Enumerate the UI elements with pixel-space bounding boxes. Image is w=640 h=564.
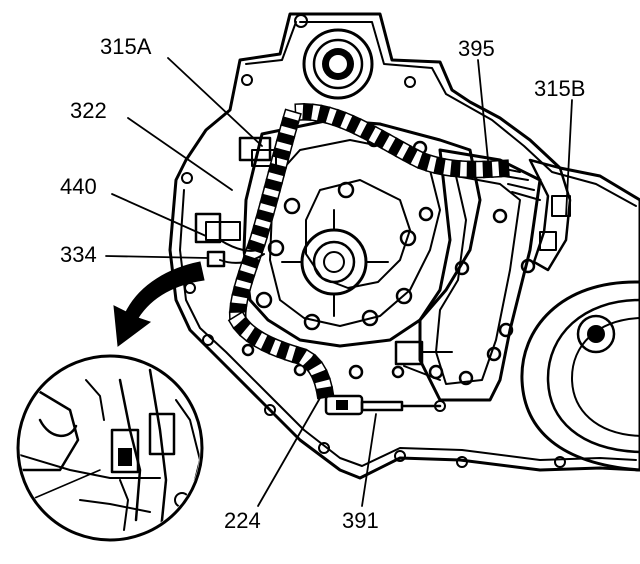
connector-315B-graphic [499,158,572,272]
callout-315A: 315A [100,34,152,59]
leader-315B [565,99,573,217]
harness-link [498,159,510,178]
leader-315A [167,57,263,147]
callout-322: 322 [70,98,107,123]
callout-224: 224 [224,508,261,533]
detail-inset [16,354,204,542]
callout-334: 334 [60,242,97,267]
input-shaft-seal [302,28,374,100]
leader-322 [127,117,233,191]
leader-334 [105,255,209,259]
leader-391 [361,413,377,507]
callout-391: 391 [342,508,379,533]
leader-395 [477,59,489,161]
leader-224 [257,397,321,507]
callout-440: 440 [60,174,97,199]
callout-labels: 315A 322 440 334 395 315B 224 391 [60,34,585,533]
leader-lines [105,57,573,507]
control-solenoid-block-395 [394,148,542,402]
callout-395: 395 [458,36,495,61]
leader-440 [111,193,207,237]
detail-arrow [113,261,205,347]
left-connector-cluster [194,136,277,268]
harness-connector-391 [324,394,446,416]
wiring-harness-224 [227,102,510,400]
callout-315B: 315B [534,76,585,101]
clutch-drum [520,280,640,472]
